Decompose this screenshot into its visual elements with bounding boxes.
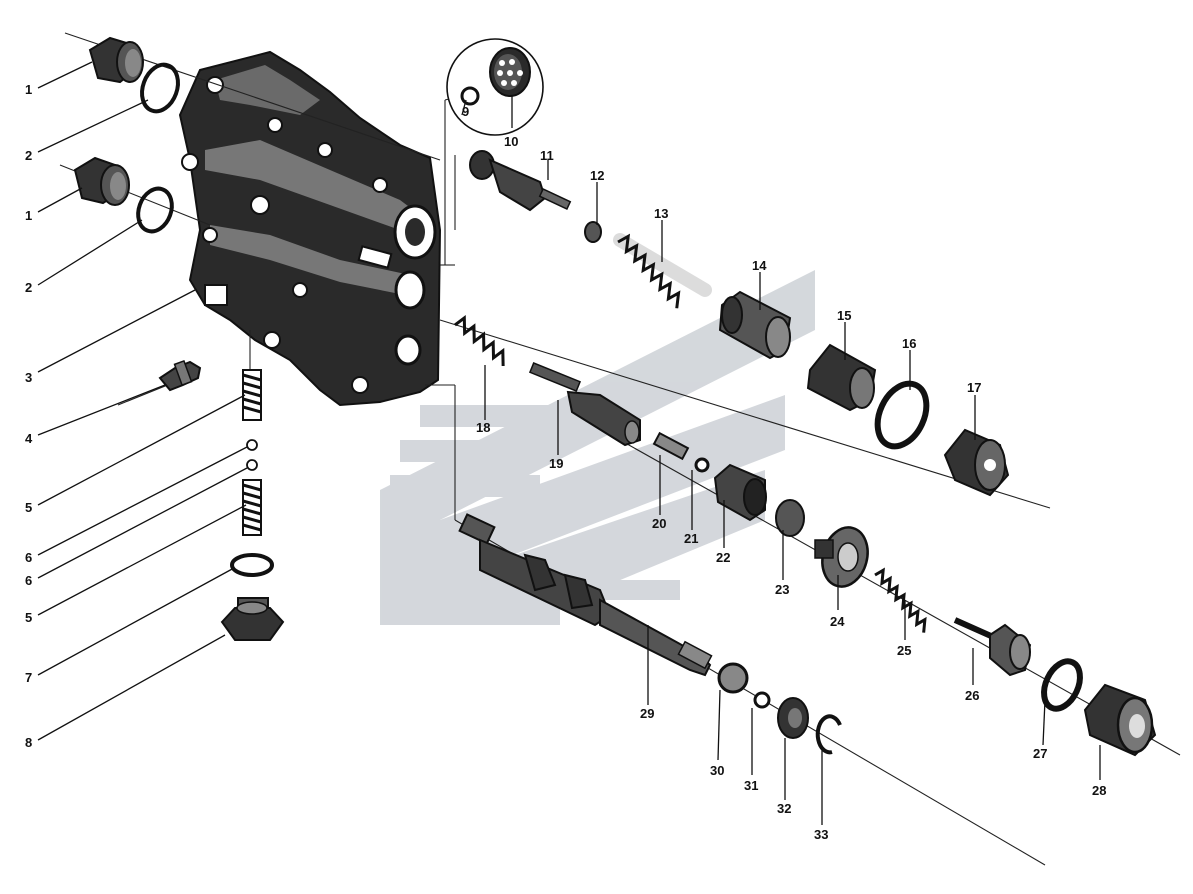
ring-27 [1041, 658, 1083, 712]
callout-27: 27 [1033, 746, 1047, 761]
callout-8: 8 [25, 735, 32, 750]
ball-6-a [246, 439, 258, 451]
callout-11: 11 [540, 148, 554, 163]
callout-2-top: 2 [25, 148, 32, 163]
callout-14: 14 [752, 258, 767, 273]
callout-30: 30 [710, 763, 724, 778]
callout-labels: 1 2 1 2 3 4 5 6 6 5 7 8 9 10 11 12 13 14… [25, 82, 1106, 842]
callout-6-a: 6 [25, 550, 32, 565]
rod-26 [953, 617, 1032, 677]
callout-20: 20 [652, 516, 666, 531]
spring-18 [454, 315, 505, 367]
washer-30 [717, 662, 749, 694]
callout-25: 25 [897, 643, 911, 658]
callout-22: 22 [716, 550, 730, 565]
callout-29: 29 [640, 706, 654, 721]
callout-10: 10 [504, 134, 518, 149]
pin-20 [652, 431, 690, 461]
callout-1-lower: 1 [25, 208, 32, 223]
nut-32 [777, 697, 809, 739]
callout-33: 33 [814, 827, 828, 842]
callout-4: 4 [25, 431, 33, 446]
ring-16 [874, 380, 930, 450]
washer-5 [230, 553, 274, 577]
callout-2-lower: 2 [25, 280, 32, 295]
plug-1-top [88, 36, 144, 84]
spring-5-lower [242, 479, 262, 536]
fitting-4 [158, 359, 202, 392]
detail-inset [446, 38, 544, 136]
callout-5-upper: 5 [25, 500, 32, 515]
callout-18: 18 [476, 420, 490, 435]
circlip-33 [815, 714, 842, 755]
callout-6-b: 6 [25, 573, 32, 588]
ring-21 [694, 457, 710, 473]
callout-26: 26 [965, 688, 979, 703]
callout-31: 31 [744, 778, 758, 793]
callout-13: 13 [654, 206, 668, 221]
callout-7: 7 [25, 670, 32, 685]
cover-28 [1083, 683, 1157, 757]
cap-17 [943, 428, 1010, 497]
ball-6-b [246, 459, 258, 471]
callout-1-top: 1 [25, 82, 32, 97]
callout-21: 21 [684, 531, 698, 546]
callout-19: 19 [549, 456, 563, 471]
callout-28: 28 [1092, 783, 1106, 798]
plunger-19 [528, 362, 641, 447]
callout-23: 23 [775, 582, 789, 597]
spring-13 [613, 233, 712, 309]
callout-12: 12 [590, 168, 604, 183]
piston-15 [806, 343, 877, 412]
nut-12 [584, 221, 602, 243]
disc-24 [814, 526, 869, 588]
valve-11 [469, 150, 572, 212]
plug-7-8 [220, 597, 285, 641]
washer-2-lower [136, 186, 174, 234]
callout-24: 24 [830, 614, 845, 629]
leader-lines [37, 61, 1101, 825]
shaft-29 [458, 513, 713, 677]
valve-body [178, 50, 442, 407]
callout-9: 9 [462, 104, 469, 119]
callout-15: 15 [837, 308, 851, 323]
spring-25 [874, 567, 927, 633]
washer-2-top [140, 62, 180, 114]
callout-17: 17 [967, 380, 981, 395]
callout-5-lower: 5 [25, 610, 32, 625]
bushing-22 [713, 463, 767, 522]
callout-16: 16 [902, 336, 916, 351]
nut-23 [775, 499, 805, 537]
plug-1-lower [73, 156, 130, 206]
callout-32: 32 [777, 801, 791, 816]
ring-31 [753, 691, 771, 709]
spring-5-upper [242, 369, 262, 421]
callout-3: 3 [25, 370, 32, 385]
sleeve-14 [718, 290, 792, 360]
